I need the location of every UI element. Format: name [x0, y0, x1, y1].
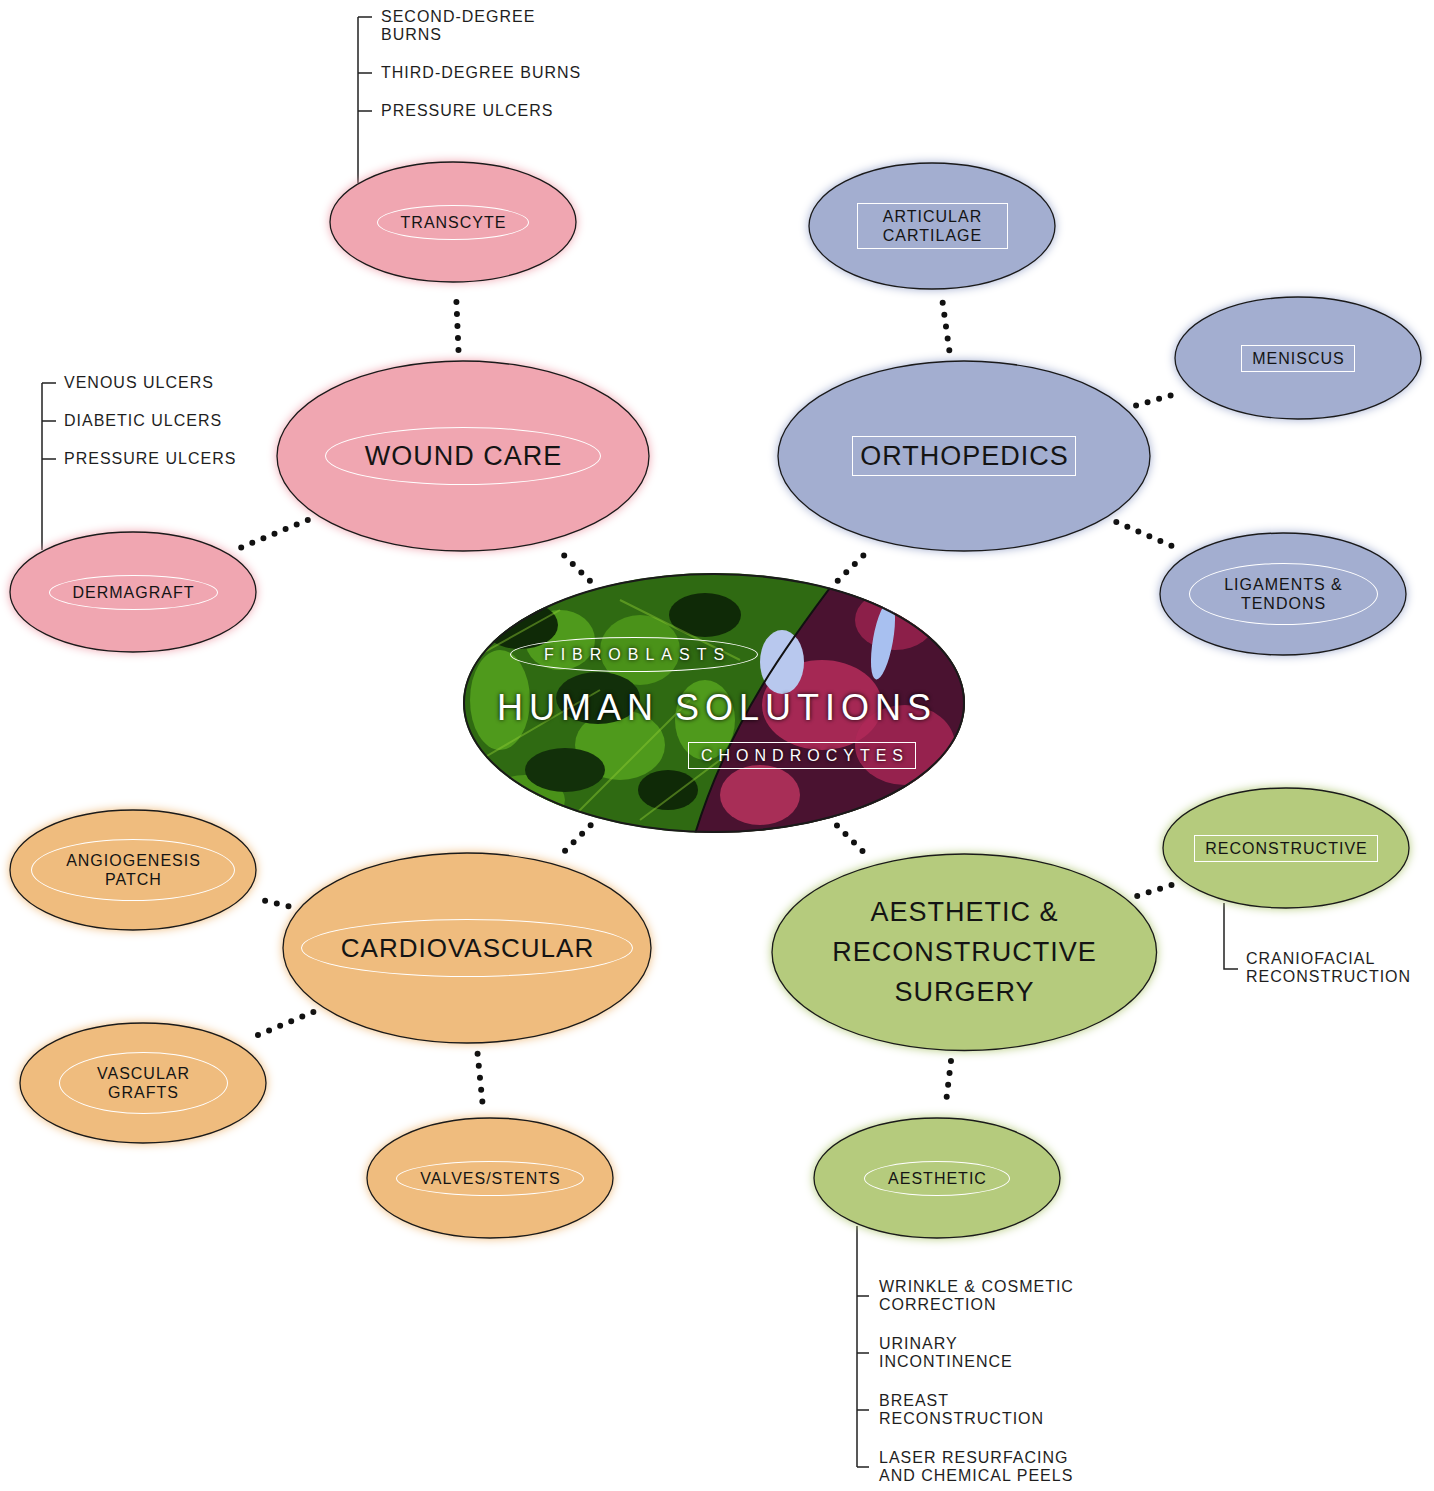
ellipse-shape — [367, 1118, 613, 1238]
node-label: MENISCUS — [1241, 345, 1354, 372]
list-item-label: WRINKLE & COSMETIC CORRECTION — [879, 1278, 1099, 1314]
ellipse-outline — [1158, 531, 1408, 657]
dotted-connector — [255, 898, 289, 906]
ellipse-shape — [10, 532, 256, 652]
hub-ellipse: FIBROBLASTS HUMAN SOLUTIONS CHONDROCYTES — [462, 572, 966, 834]
fibroblast-ground — [462, 572, 966, 834]
dotted-connector — [237, 520, 307, 549]
ellipse-shape — [10, 810, 256, 930]
ellipse-shape — [20, 1023, 266, 1143]
category-ellipse: ORTHOPEDICS — [776, 359, 1152, 553]
node-label: VASCULAR GRAFTS — [59, 1052, 228, 1114]
node-label: AESTHETIC & RECONSTRUCTIVE SURGERY — [821, 892, 1107, 1012]
ellipse-shape — [1175, 297, 1421, 419]
product-ellipse: RECONSTRUCTIVE — [1161, 786, 1411, 910]
list-item-label: PRESSURE ULCERS — [381, 102, 641, 120]
node-label: ORTHOPEDICS — [852, 436, 1076, 476]
product-ellipse: DERMAGRAFT — [8, 530, 258, 654]
dotted-connector — [557, 548, 590, 581]
category-ellipse: AESTHETIC & RECONSTRUCTIVE SURGERY — [770, 852, 1159, 1052]
node-label: ARTICULAR CARTILAGE — [857, 203, 1008, 249]
list-item-label: SECOND-DEGREE BURNS — [381, 8, 551, 44]
ellipse-outline — [807, 161, 1057, 291]
ellipse-shape — [277, 361, 649, 551]
dotted-connector — [1116, 522, 1180, 549]
node-label: ANGIOGENESIS PATCH — [31, 839, 235, 901]
bracket-line — [42, 383, 56, 550]
ellipse-shape — [1163, 788, 1409, 908]
product-ellipse: TRANSCYTE — [328, 160, 578, 284]
product-ellipse: LIGAMENTS & TENDONS — [1158, 531, 1408, 657]
bracket-line — [857, 1226, 869, 1467]
node-label: LIGAMENTS & TENDONS — [1189, 563, 1378, 625]
list-item-label: DIABETIC ULCERS — [64, 412, 254, 430]
list-item-label: LASER RESURFACING AND CHEMICAL PEELS — [879, 1449, 1094, 1485]
dotted-connector — [942, 300, 949, 351]
dotted-connector — [560, 825, 591, 855]
node-label: TRANSCYTE — [377, 205, 530, 240]
dotted-connector — [478, 1054, 483, 1107]
dotted-connector — [837, 825, 868, 856]
category-ellipse: CARDIOVASCULAR — [281, 851, 653, 1045]
ellipse-shape — [778, 361, 1150, 551]
cell-micrograph — [462, 572, 966, 834]
ellipse-shape — [330, 162, 576, 282]
bracket-line — [358, 17, 372, 183]
cell-nucleus — [760, 630, 804, 694]
list-item-label: CRANIOFACIAL RECONSTRUCTION — [1246, 950, 1421, 986]
list-item-label: VENOUS ULCERS — [64, 374, 254, 392]
node-label: WOUND CARE — [325, 427, 602, 485]
node-label: AESTHETIC — [864, 1161, 1010, 1196]
node-label: RECONSTRUCTIVE — [1194, 835, 1377, 862]
ellipse-shape — [814, 1118, 1060, 1238]
ellipse-outline — [8, 808, 258, 932]
ellipse-shape — [772, 854, 1157, 1050]
product-ellipse: ANGIOGENESIS PATCH — [8, 808, 258, 932]
dotted-connector — [1137, 885, 1172, 896]
ellipse-shape — [809, 163, 1055, 289]
product-ellipse: ARTICULAR CARTILAGE — [807, 161, 1057, 291]
dotted-connector — [247, 1012, 313, 1040]
ellipse-shape — [283, 853, 651, 1043]
dotted-connector — [838, 548, 871, 580]
dotted-connector — [456, 293, 458, 350]
node-label: CHONDROCYTES — [688, 742, 916, 769]
node-label: HUMAN SOLUTIONS — [491, 686, 937, 730]
product-ellipse: VASCULAR GRAFTS — [18, 1021, 268, 1145]
dotted-connector — [1136, 392, 1181, 405]
product-ellipse: AESTHETIC — [812, 1116, 1062, 1240]
list-item-label: BREAST RECONSTRUCTION — [879, 1392, 1059, 1428]
list-item-label: PRESSURE ULCERS — [64, 450, 254, 468]
ellipse-shape — [1160, 533, 1406, 655]
bracket-line — [1224, 903, 1238, 969]
ellipse-outline — [18, 1021, 268, 1145]
list-brackets — [42, 17, 1238, 1467]
node-label: FIBROBLASTS — [510, 637, 758, 672]
product-ellipse: VALVES/STENTS — [365, 1116, 615, 1240]
list-item-label: THIRD-DEGREE BURNS — [381, 64, 641, 82]
cell-nucleus — [866, 599, 900, 681]
ellipse-shape — [464, 574, 964, 832]
node-label: VALVES/STENTS — [396, 1161, 583, 1196]
list-item-label: URINARY INCONTINENCE — [879, 1335, 1039, 1371]
node-label: DERMAGRAFT — [49, 575, 218, 610]
dotted-connector — [945, 1061, 951, 1107]
category-ellipse: WOUND CARE — [275, 359, 651, 553]
product-ellipse: MENISCUS — [1173, 295, 1423, 421]
node-label: CARDIOVASCULAR — [301, 919, 633, 977]
